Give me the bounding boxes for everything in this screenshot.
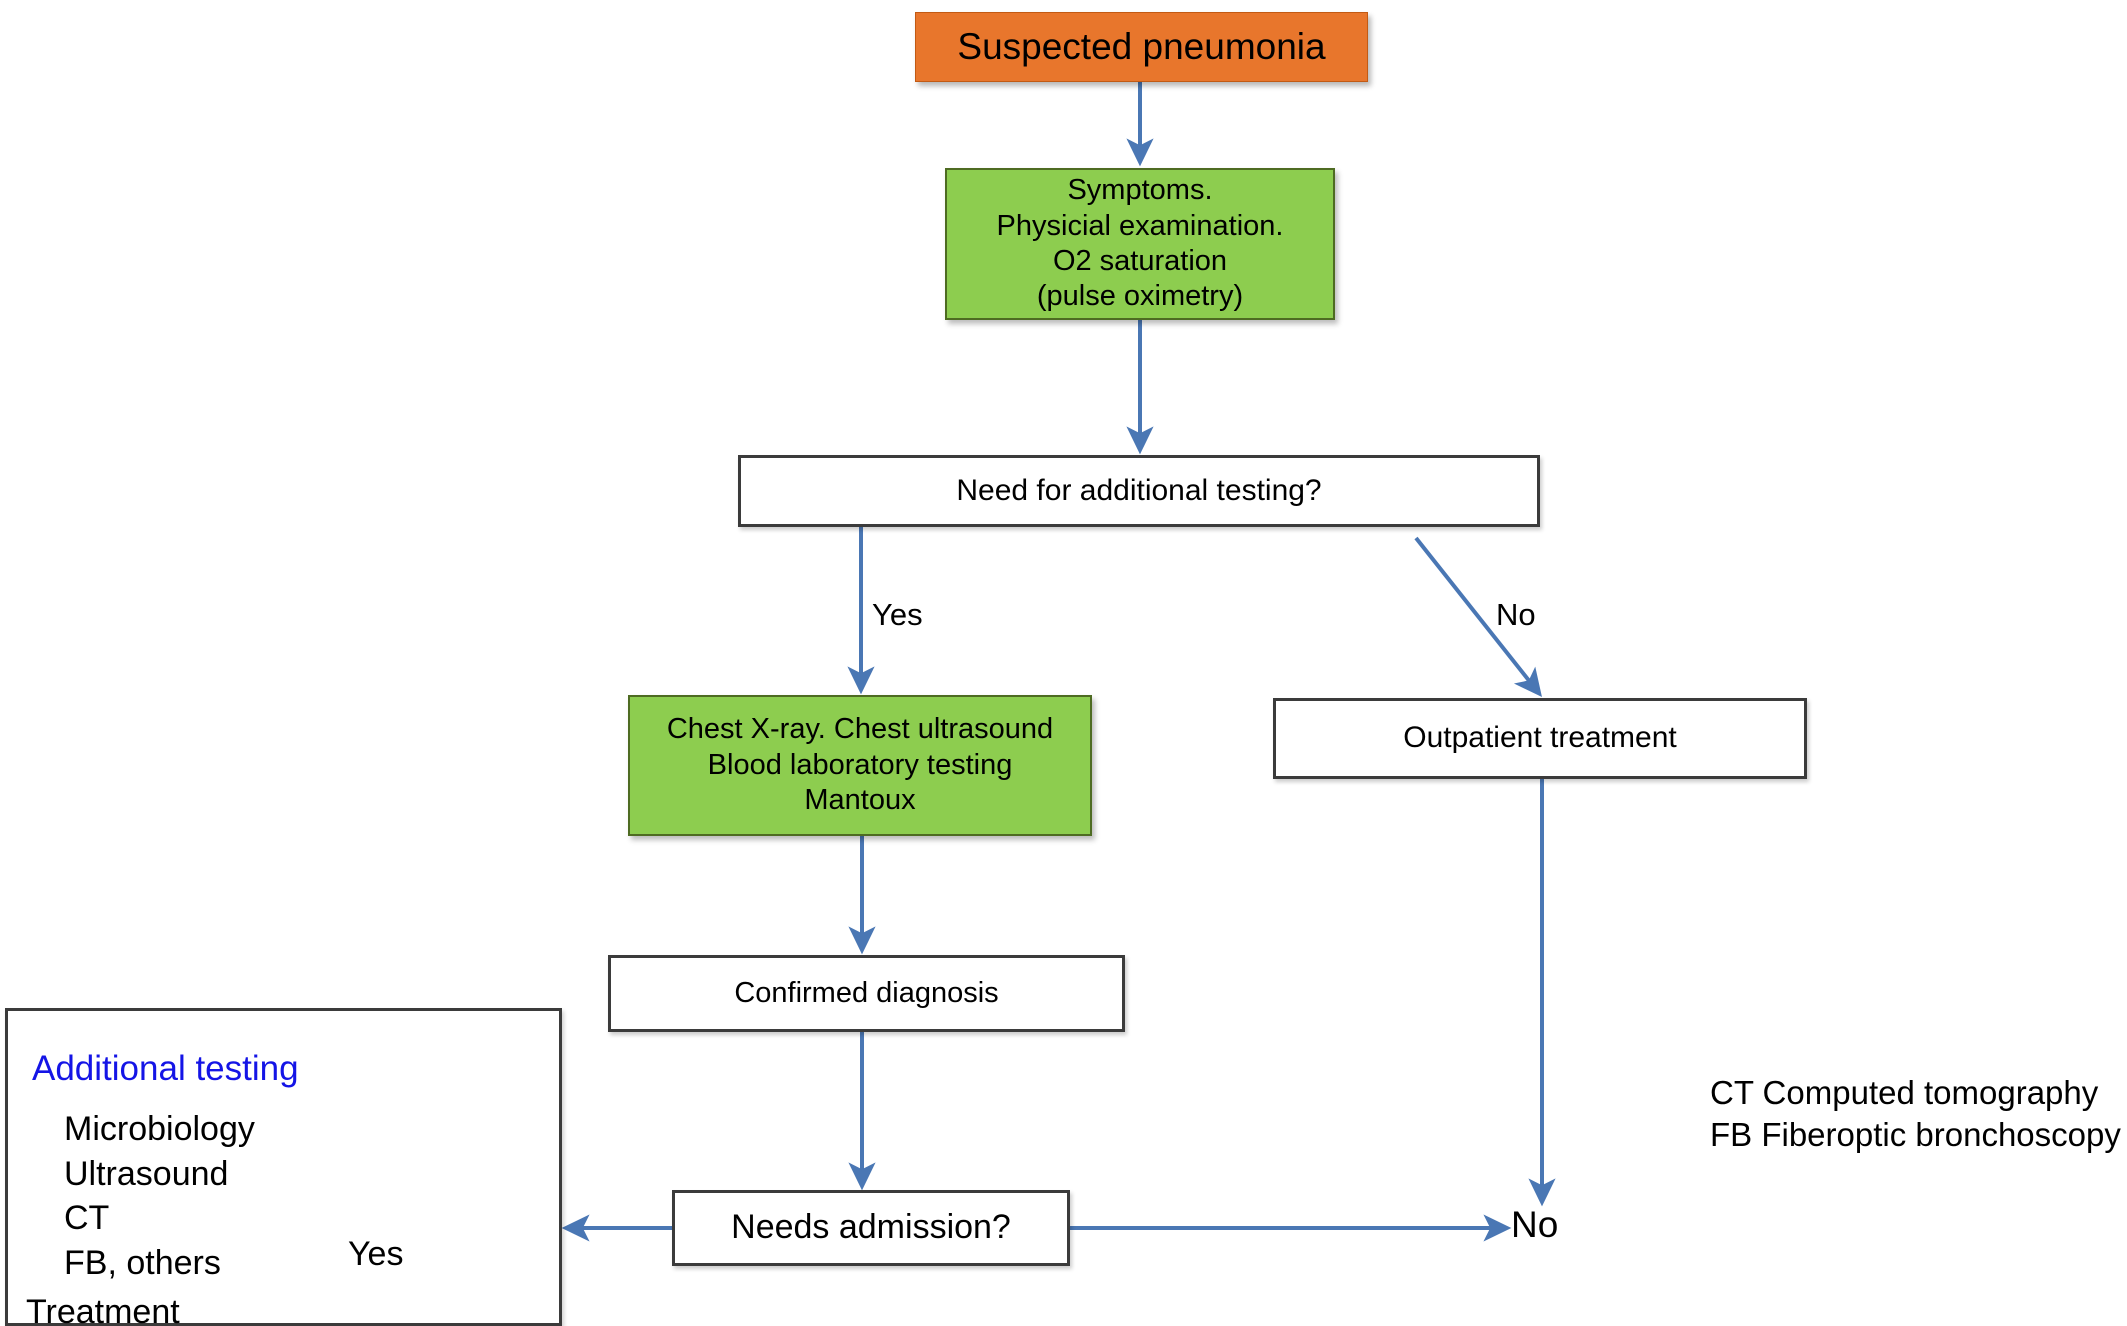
abbreviation-legend: CT Computed tomography FB Fiberoptic bro… bbox=[1710, 1074, 2121, 1153]
node-suspected-pneumonia[interactable]: Suspected pneumonia bbox=[915, 12, 1368, 82]
panel-title-additional-testing: Additional testing bbox=[32, 1049, 299, 1088]
node-needs-admission[interactable]: Needs admission? bbox=[672, 1190, 1070, 1266]
edge-label-testing-yes: Yes bbox=[872, 597, 923, 632]
edge-label-admission-no: No bbox=[1511, 1204, 1559, 1245]
panel-label-yes: Yes bbox=[348, 1235, 404, 1273]
node-need-additional-testing[interactable]: Need for additional testing? bbox=[738, 455, 1540, 527]
panel-test-list: Microbiology Ultrasound CT FB, others bbox=[64, 1110, 255, 1282]
edge-label-testing-no: No bbox=[1496, 597, 1536, 632]
node-outpatient-treatment[interactable]: Outpatient treatment bbox=[1273, 698, 1807, 779]
panel-footer-treatment: Treatment bbox=[26, 1293, 180, 1326]
additional-testing-panel[interactable]: Additional testing Microbiology Ultrasou… bbox=[5, 1008, 562, 1326]
node-diagnostic-tests[interactable]: Chest X-ray. Chest ultrasound Blood labo… bbox=[628, 695, 1092, 836]
node-confirmed-diagnosis[interactable]: Confirmed diagnosis bbox=[608, 955, 1125, 1032]
node-initial-assessment[interactable]: Symptoms. Physicial examination. O2 satu… bbox=[945, 168, 1335, 320]
